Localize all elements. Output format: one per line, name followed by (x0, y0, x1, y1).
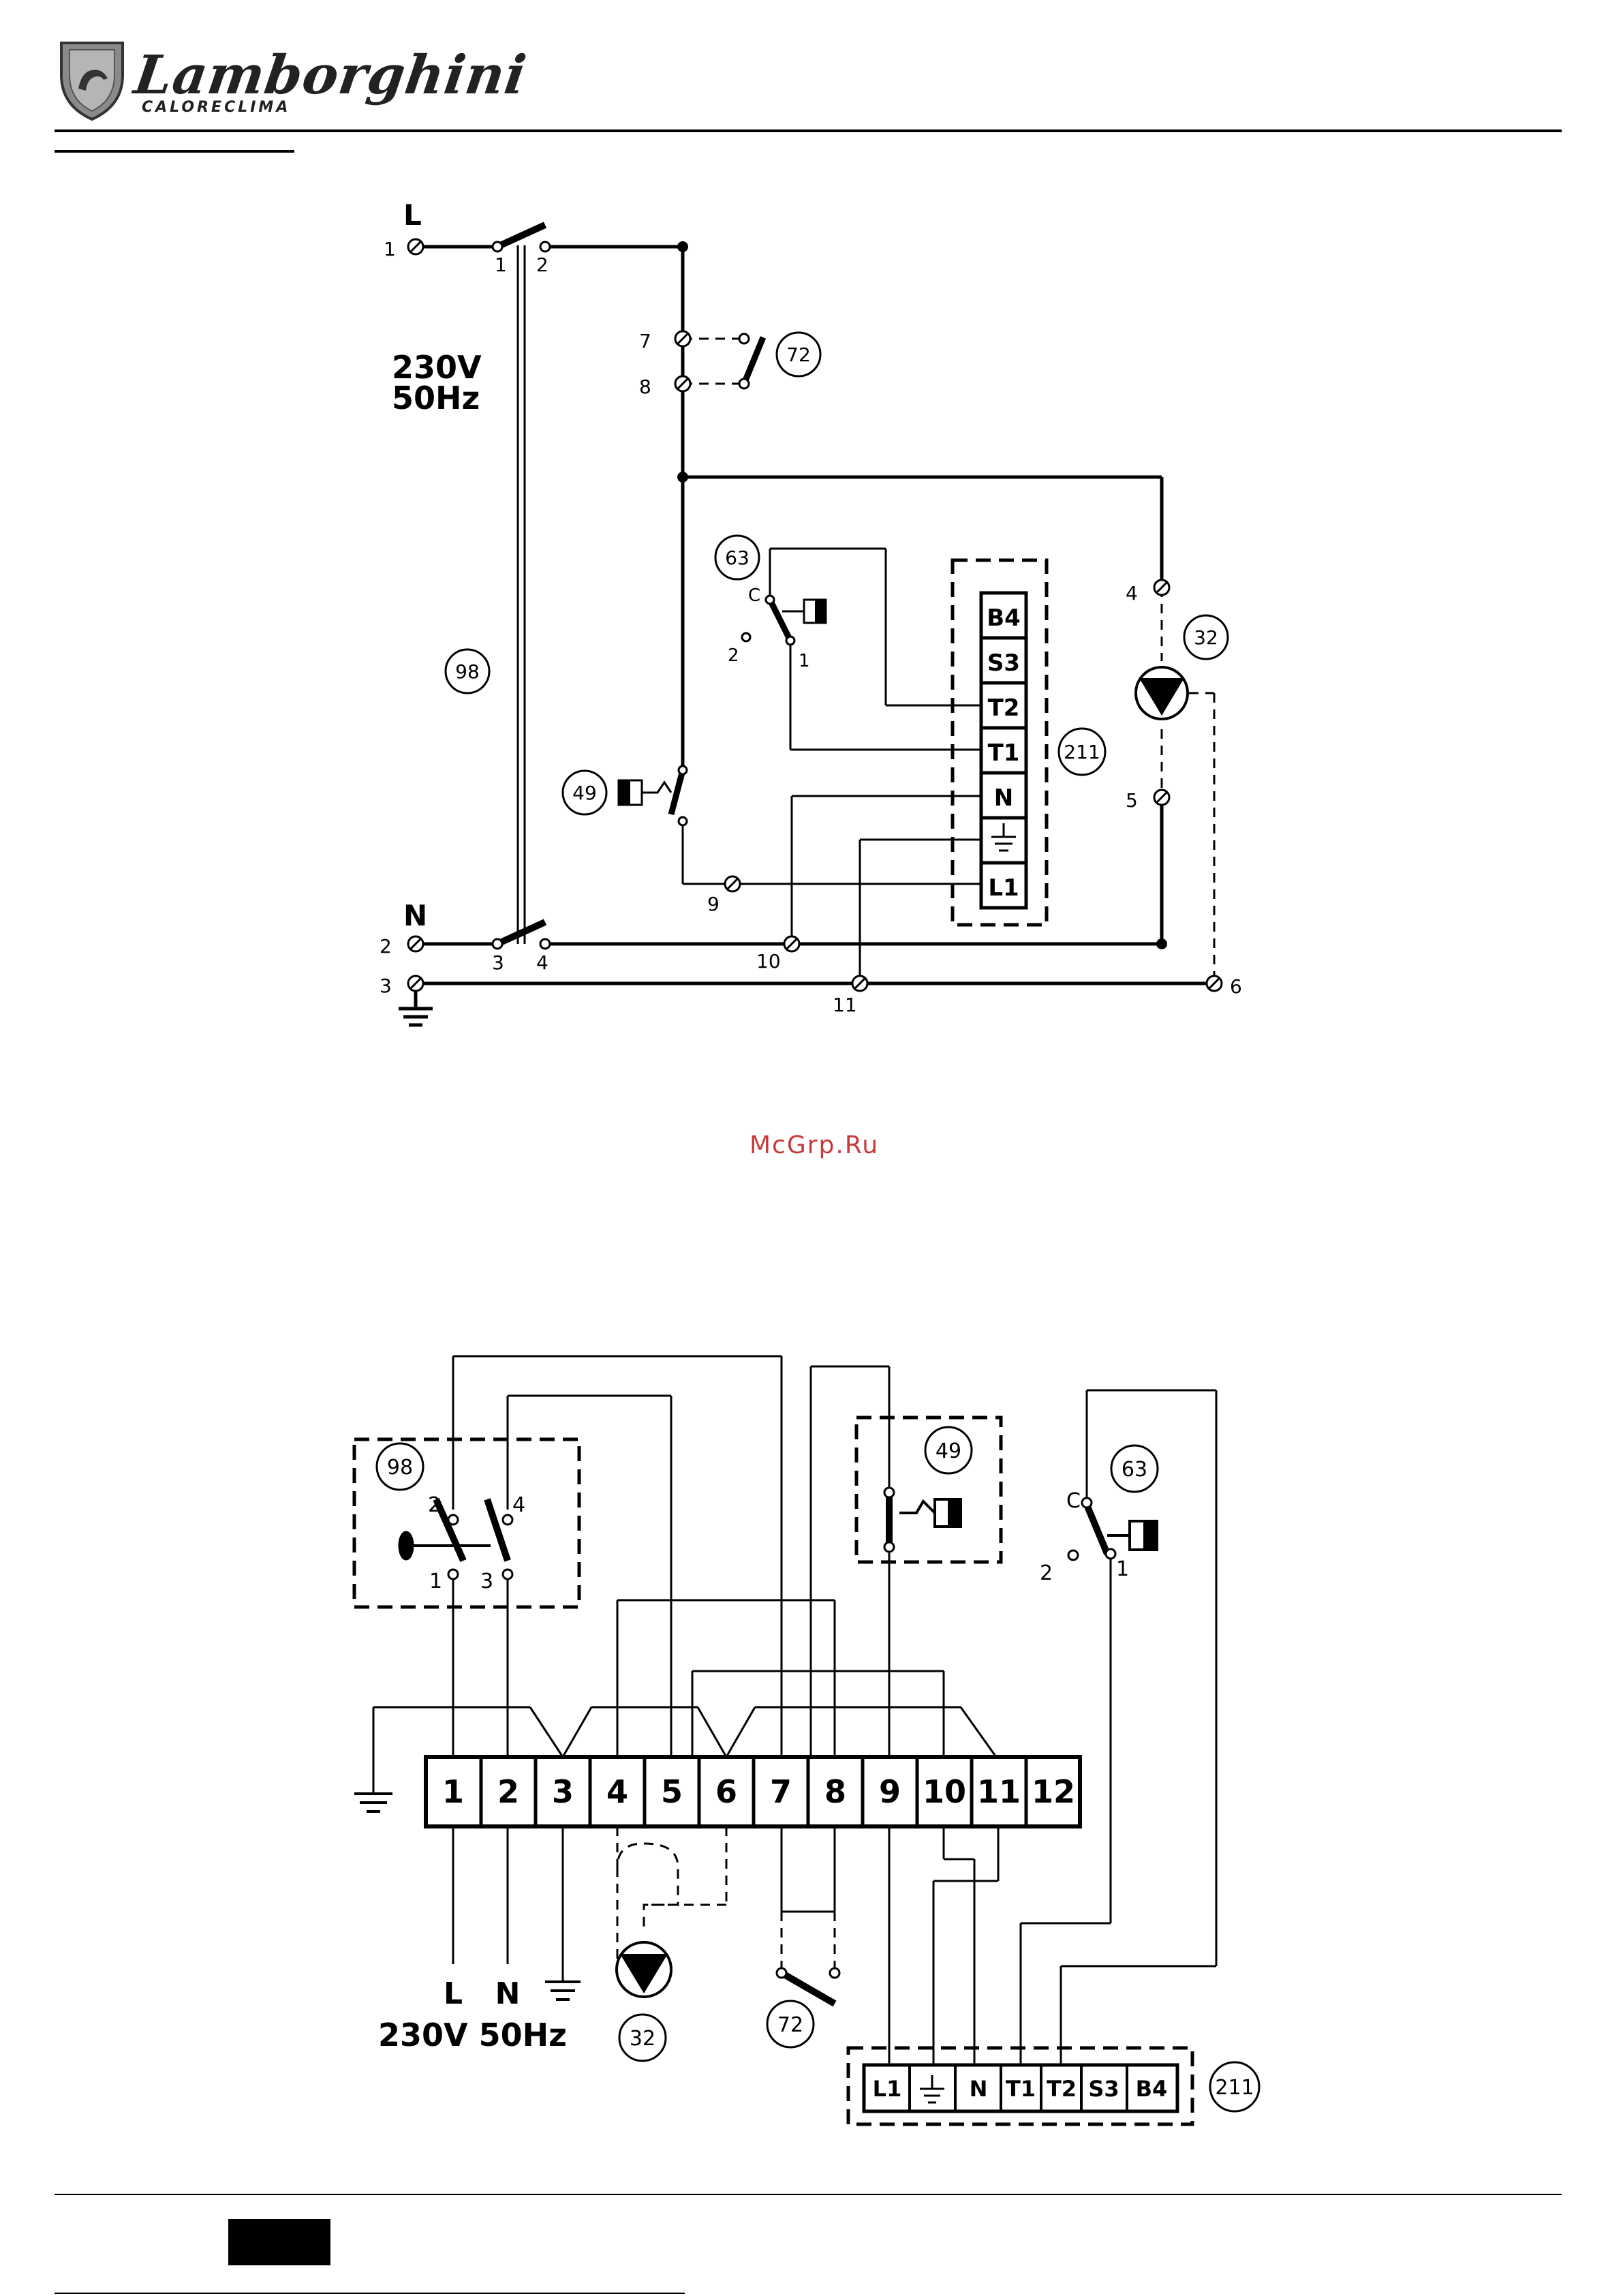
terminal-block-num: 11 (977, 1773, 1021, 1810)
neutral-label: N (403, 899, 427, 932)
component-label: 63 (725, 547, 749, 569)
contact-num: 1 (495, 254, 507, 276)
thermostat-contact: 2 (1040, 1561, 1053, 1585)
component-label: 98 (455, 660, 480, 683)
board-pin: T1 (988, 739, 1020, 767)
board-pin: L1 (873, 2076, 902, 2102)
schematic-component-callouts (446, 333, 1228, 814)
terminal-block-num: 10 (923, 1773, 966, 1810)
thermostat-contact: 2 (728, 645, 739, 666)
board-pin: S3 (987, 649, 1020, 677)
terminal-num: 7 (639, 330, 651, 352)
supply-label: L (444, 1976, 463, 2011)
supply-label: N (495, 1976, 521, 2011)
contact-num: 3 (480, 1570, 493, 1593)
board-pin: L1 (988, 874, 1019, 902)
component-label: 63 (1122, 1458, 1147, 1482)
component-label: 98 (387, 1456, 413, 1480)
frequency-label: 50Hz (392, 380, 480, 416)
terminal-num: 3 (380, 975, 392, 997)
board-pin: T2 (1047, 2076, 1077, 2102)
terminal-block-num: 8 (824, 1773, 846, 1810)
line-label: L (403, 198, 422, 232)
terminal-num: 10 (756, 950, 781, 973)
board-pin: S3 (1088, 2076, 1119, 2102)
component-label: 49 (572, 782, 597, 804)
thermostat-contact: 1 (1116, 1557, 1129, 1581)
board-pin: N (970, 2076, 988, 2102)
page-number-box (228, 2219, 330, 2265)
terminal-block-num: 12 (1032, 1773, 1075, 1810)
terminal-block-num: 1 (442, 1773, 464, 1810)
board-pin: N (994, 784, 1013, 812)
board-pin: B4 (1136, 2076, 1168, 2102)
terminal-block-num: 9 (879, 1773, 901, 1810)
terminal-num: 8 (639, 376, 651, 398)
thermostat-contact: 1 (799, 651, 810, 671)
terminal-num: 11 (833, 994, 857, 1016)
terminal-block-num: 4 (606, 1773, 628, 1810)
thermostat-contact: C (748, 585, 760, 606)
component-label: 32 (630, 2027, 655, 2051)
terminal-block-num: 5 (661, 1773, 683, 1810)
component-label: 211 (1215, 2076, 1254, 2100)
thermostat-contact: C (1066, 1489, 1081, 1513)
terminal-num: 2 (380, 935, 392, 958)
board-pin: T2 (988, 694, 1020, 722)
contact-num: 4 (536, 951, 548, 974)
board-pin: T1 (1006, 2076, 1036, 2102)
terminal-num: 4 (1126, 582, 1138, 604)
contact-num: 2 (536, 254, 548, 276)
component-label: 32 (1194, 626, 1218, 649)
terminal-num: 6 (1230, 975, 1242, 998)
contact-num: 4 (512, 1493, 525, 1517)
terminal-block-num: 3 (552, 1773, 574, 1810)
component-label: 72 (786, 343, 811, 366)
terminal-block-num: 6 (715, 1773, 737, 1810)
component-label: 72 (777, 2013, 803, 2037)
supply-text: 230V 50Hz (378, 2017, 567, 2053)
contact-num: 1 (429, 1570, 442, 1593)
contact-num: 3 (492, 951, 504, 974)
schematic-callout-text: 98 72 63 49 32 211 (455, 343, 1218, 804)
component-label: 211 (1064, 741, 1100, 763)
terminal-block-num: 7 (770, 1773, 792, 1810)
terminal-num: 1 (384, 238, 396, 260)
board-pin: B4 (987, 604, 1021, 632)
terminal-block-num: 2 (497, 1773, 519, 1810)
schematic-labels: L N 230V 50Hz 1 2 3 4 5 6 7 8 9 10 11 1 … (380, 198, 1242, 1016)
terminal-num: 5 (1126, 789, 1138, 812)
terminal-num: 9 (707, 893, 720, 915)
component-label: 49 (936, 1439, 961, 1463)
contact-num: 2 (428, 1493, 441, 1517)
